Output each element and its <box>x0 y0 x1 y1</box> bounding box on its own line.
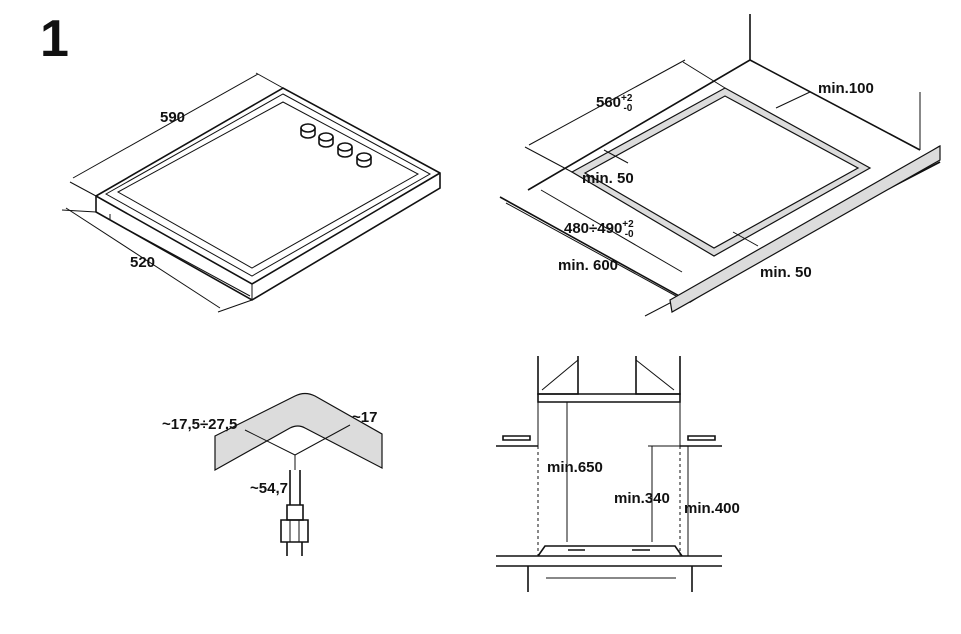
cutout-drawing: 560+2-0 min.100 min. 50 480÷490+2-0 min.… <box>499 14 941 317</box>
dim-min-worktop: min. 600 <box>558 257 618 274</box>
dim-side-cabinet-min: min.400 <box>684 500 740 517</box>
hob-drawing: 590 520 <box>61 72 441 313</box>
dim-gas-connector: ~54,7 <box>250 480 288 497</box>
dim-min-back: min.100 <box>818 80 874 97</box>
dim-cutout-depth: 480÷490+2-0 <box>564 219 634 240</box>
figure-number: 1 <box>40 10 69 68</box>
dim-hob-width: 590 <box>160 109 185 126</box>
clearance-drawing: min.650 min.340 min.400 <box>496 356 740 592</box>
dim-hob-cabinet-min: min.340 <box>614 490 670 507</box>
dim-cutout-width: 560+2-0 <box>596 93 633 114</box>
gas-connector <box>280 470 309 556</box>
control-knobs <box>300 123 372 168</box>
dim-gas-height: ~17,5÷27,5 <box>162 416 237 433</box>
dim-hood-min: min.650 <box>547 459 603 476</box>
gas-connection-drawing: ~17,5÷27,5 ~17 ~54,7 <box>162 392 383 556</box>
dim-min-front: min. 50 <box>582 170 634 187</box>
dim-gas-wall: ~17 <box>352 409 377 426</box>
dim-hob-depth: 520 <box>130 254 155 271</box>
dim-min-side: min. 50 <box>760 264 812 281</box>
